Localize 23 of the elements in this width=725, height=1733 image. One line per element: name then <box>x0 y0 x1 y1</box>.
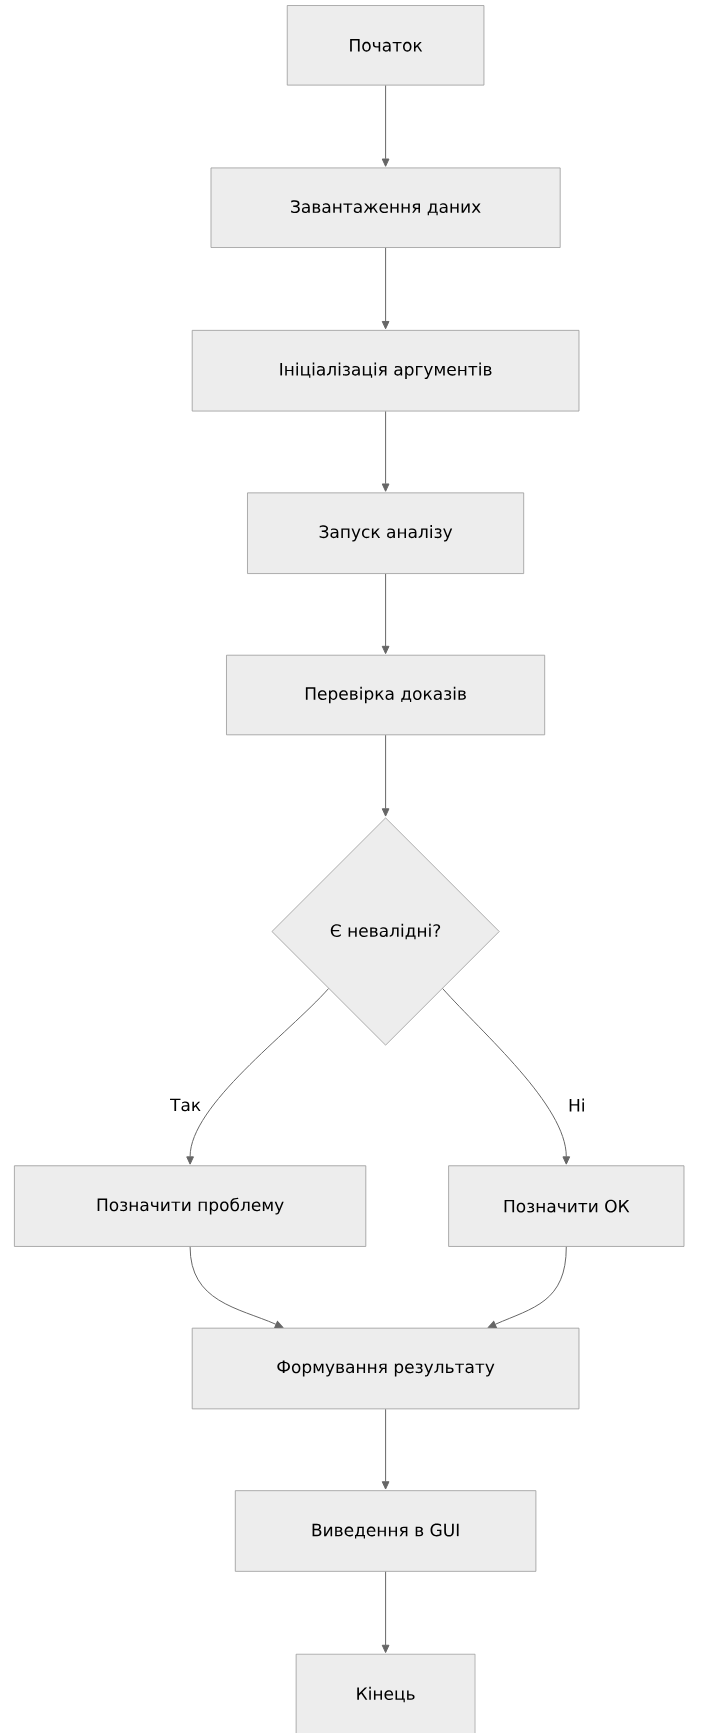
arrow <box>381 247 390 330</box>
process-box: Перевірка доказів <box>226 654 546 736</box>
process-box: Завантаження даних <box>210 167 561 248</box>
arrow <box>381 1408 390 1490</box>
edge-label: Ні <box>566 1096 588 1114</box>
arrow <box>381 734 390 817</box>
process-box: Ініціалізація аргументів <box>191 329 580 412</box>
arrow <box>487 1246 567 1328</box>
arrow <box>381 1571 390 1654</box>
process-box: Позначити ОК <box>448 1165 685 1247</box>
arrow <box>442 988 571 1165</box>
process-box: Формування результату <box>191 1327 580 1410</box>
process-box: Виведення в GUI <box>234 1490 537 1572</box>
arrow <box>186 988 329 1165</box>
arrow <box>381 573 390 655</box>
edge-label: Так <box>168 1096 204 1114</box>
arrow <box>381 85 390 167</box>
process-box: Початок <box>286 5 485 86</box>
process-box: Запуск аналізу <box>247 492 525 574</box>
process-box: Кінець <box>295 1653 476 1733</box>
process-box: Позначити проблему <box>14 1165 367 1247</box>
arrow <box>189 1246 284 1328</box>
arrow <box>381 410 390 492</box>
